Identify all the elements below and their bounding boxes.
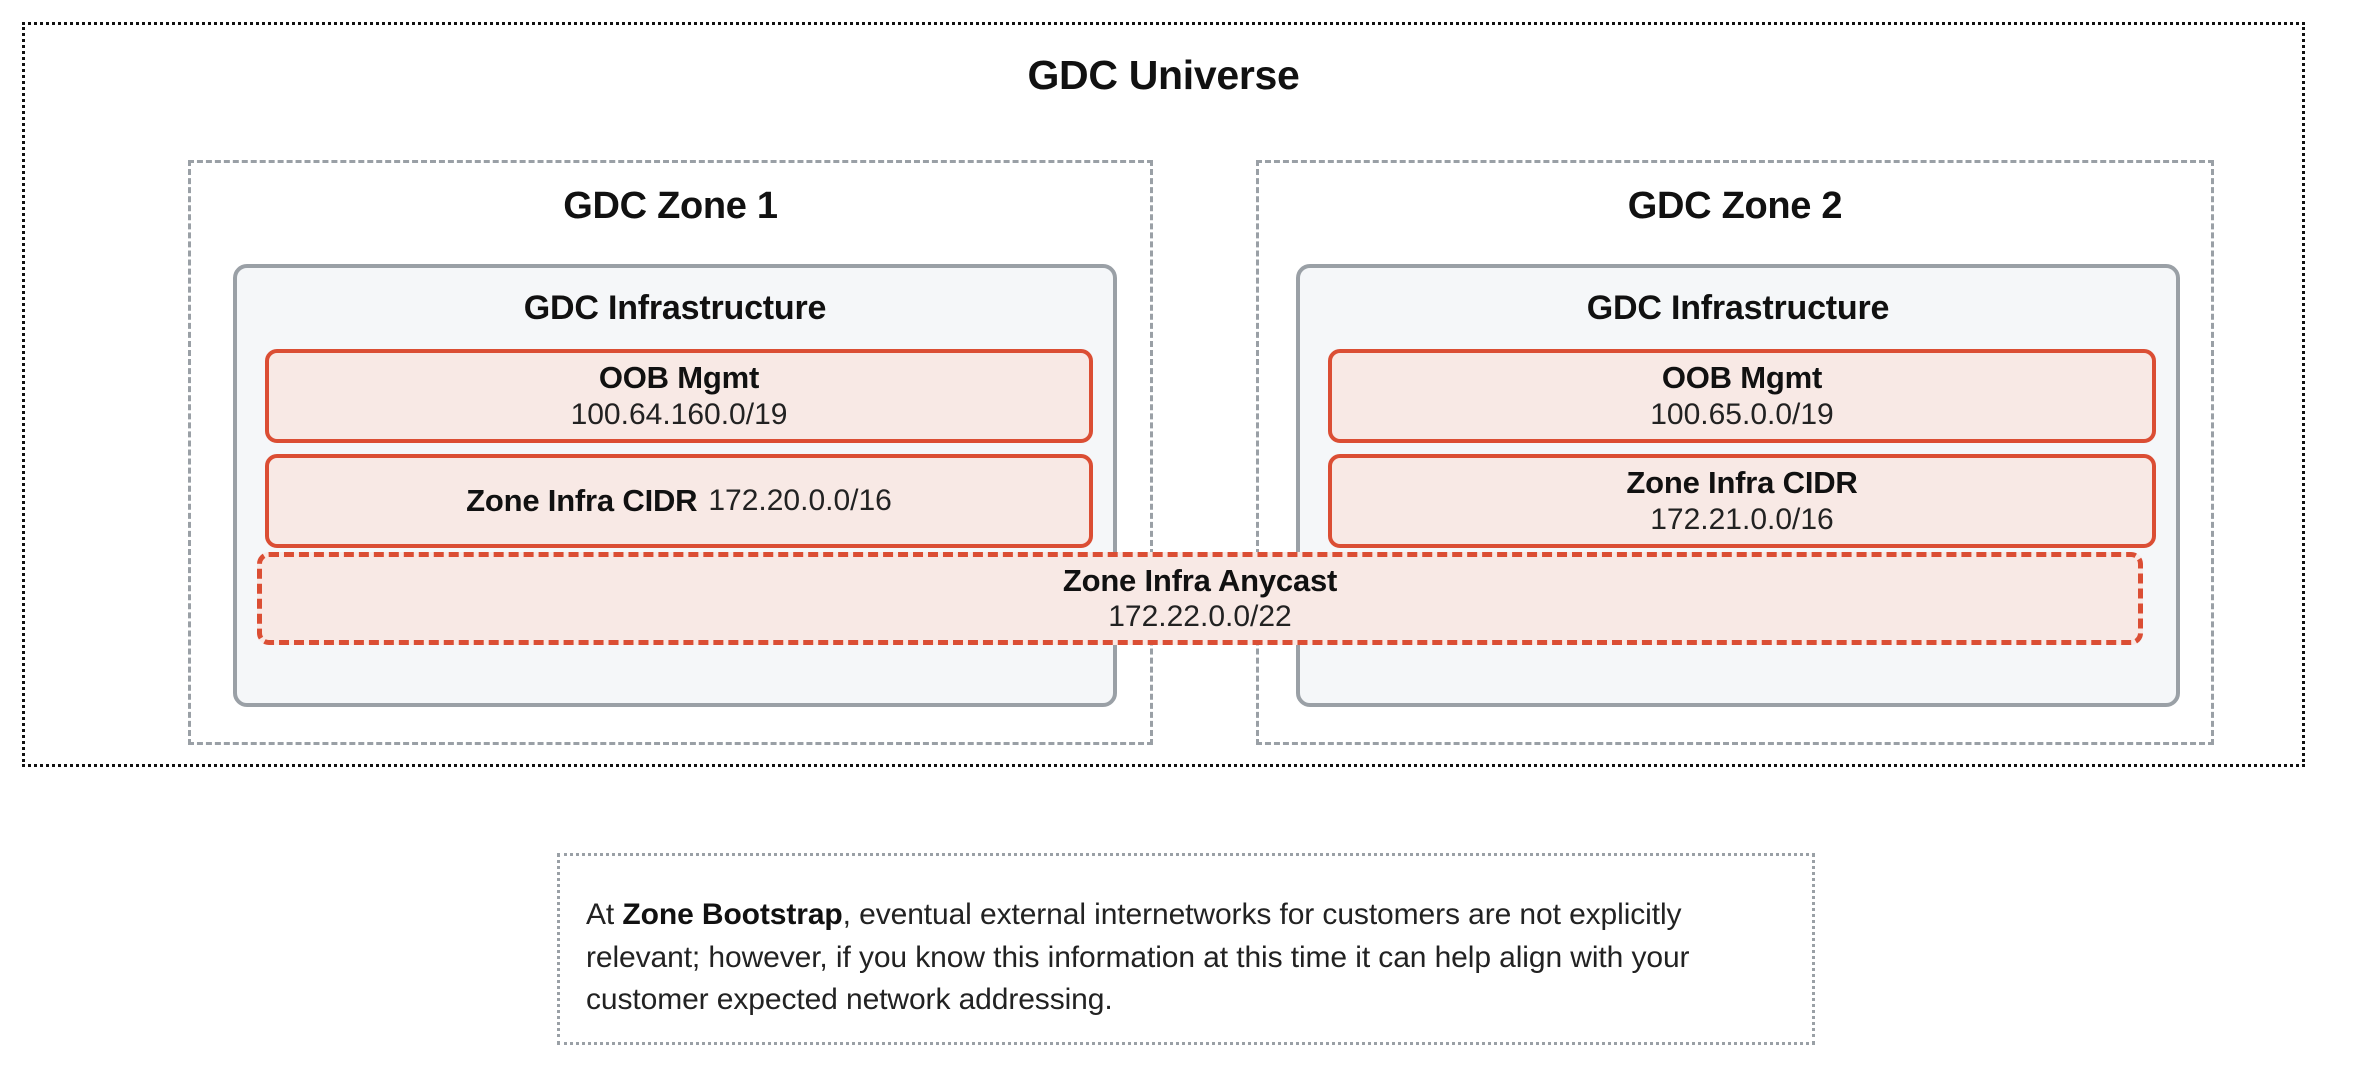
gdc-universe-container: GDC Universe GDC Zone 1 GDC Infrastructu…: [22, 22, 2305, 767]
network-box-oob-mgmt-zone-1: OOB Mgmt 100.64.160.0/19: [265, 349, 1093, 443]
gdc-infrastructure-title-zone-2: GDC Infrastructure: [1586, 289, 1890, 327]
zone-bootstrap-note-box: At Zone Bootstrap, eventual external int…: [557, 853, 1815, 1045]
network-box-zone-infra-cidr-zone-2: Zone Infra CIDR 172.21.0.0/16: [1328, 454, 2156, 548]
network-cidr-zone-infra-cidr-zone-1: 172.20.0.0/16: [708, 484, 892, 518]
gdc-zone-1-title: GDC Zone 1: [563, 185, 778, 227]
network-box-zone-infra-anycast: Zone Infra Anycast 172.22.0.0/22: [257, 552, 2143, 645]
network-box-oob-mgmt-zone-2: OOB Mgmt 100.65.0.0/19: [1328, 349, 2156, 443]
network-cidr-oob-mgmt-zone-2: 100.65.0.0/19: [1650, 397, 1834, 431]
network-label-oob-mgmt-zone-1: OOB Mgmt: [598, 360, 760, 396]
network-cidr-zone-infra-cidr-zone-2: 172.21.0.0/16: [1650, 502, 1834, 536]
note-lead: At: [586, 898, 623, 931]
network-box-zone-infra-cidr-zone-1: Zone Infra CIDR 172.20.0.0/16: [265, 454, 1093, 548]
gdc-zone-1-container: GDC Zone 1 GDC Infrastructure OOB Mgmt 1…: [188, 160, 1153, 745]
gdc-universe-title: GDC Universe: [1027, 52, 1300, 98]
network-cidr-oob-mgmt-zone-1: 100.64.160.0/19: [570, 397, 788, 431]
network-label-oob-mgmt-zone-2: OOB Mgmt: [1661, 360, 1823, 396]
gdc-zone-2-container: GDC Zone 2 GDC Infrastructure OOB Mgmt 1…: [1256, 160, 2214, 745]
gdc-zone-2-title: GDC Zone 2: [1627, 185, 1843, 227]
zone-bootstrap-note-text: At Zone Bootstrap, eventual external int…: [586, 894, 1786, 1022]
note-rest: , eventual external internetworks for cu…: [586, 898, 1690, 1017]
network-label-zone-infra-cidr-zone-1: Zone Infra CIDR: [466, 482, 698, 518]
network-label-zone-infra-anycast: Zone Infra Anycast: [1062, 562, 1338, 598]
network-cidr-zone-infra-anycast: 172.22.0.0/22: [1108, 600, 1292, 634]
network-label-zone-infra-cidr-zone-2: Zone Infra CIDR: [1626, 465, 1858, 501]
note-emphasis: Zone Bootstrap: [622, 898, 843, 931]
gdc-infrastructure-title-zone-1: GDC Infrastructure: [523, 289, 827, 327]
